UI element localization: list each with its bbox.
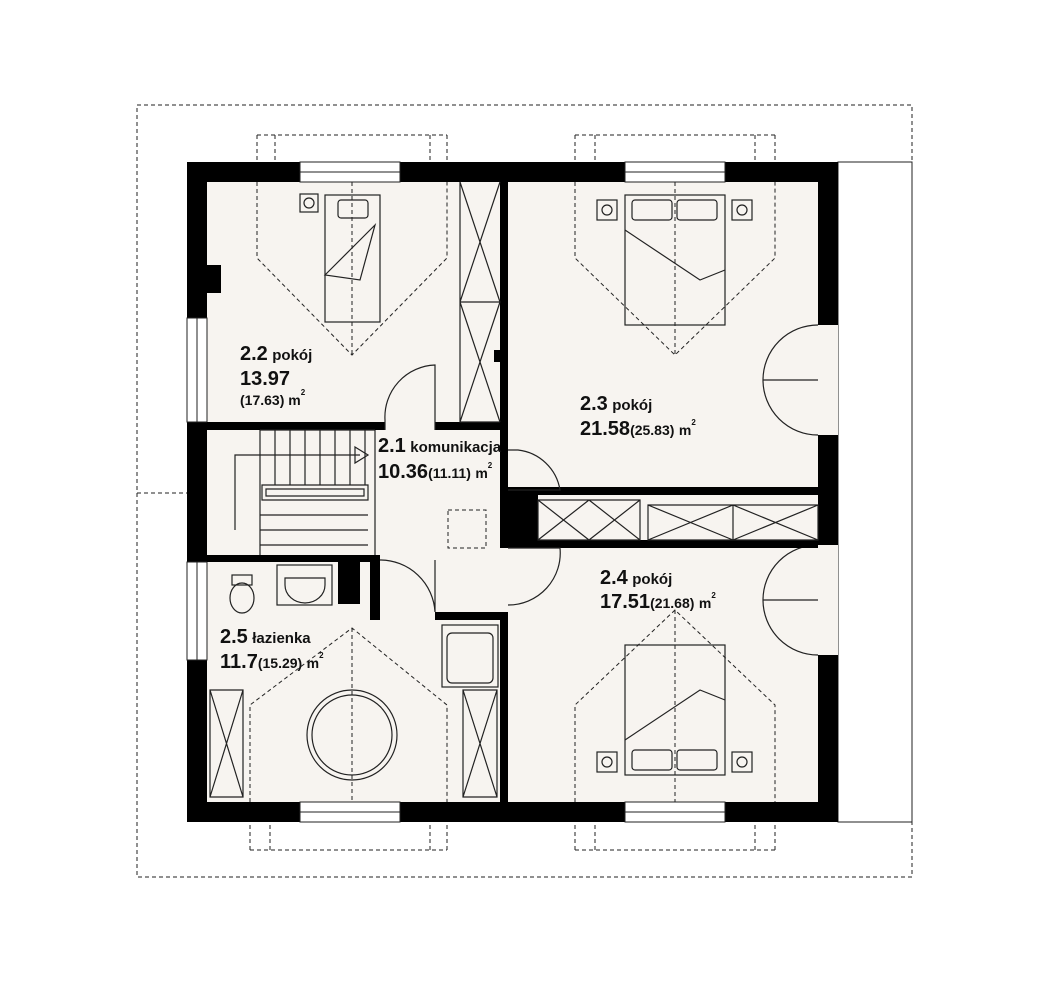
svg-text:(17.63) m2: (17.63) m2: [240, 388, 306, 408]
room-label-2-5: 2.5 łazienka 11.7(15.29) m2: [220, 626, 324, 673]
balcony: [837, 161, 913, 823]
balcony-door-opening-1: [818, 325, 838, 435]
bed-room-2-4: [596, 644, 753, 776]
bathroom-fixtures: [229, 564, 499, 781]
room-label-2-2: 2.2 pokój 13.97 (17.63) m2: [240, 343, 312, 408]
attic-hatch: [447, 509, 487, 549]
wardrobes: [209, 181, 819, 798]
svg-text:2.5 łazienka: 2.5 łazienka: [220, 626, 311, 648]
svg-text:2.3 pokój: 2.3 pokój: [580, 393, 652, 415]
dormer-lines: [249, 134, 776, 851]
svg-text:10.36(11.11) m2: 10.36(11.11) m2: [378, 461, 493, 483]
room-label-2-4: 2.4 pokój 17.51(21.68) m2: [600, 567, 716, 613]
interior-walls: [207, 182, 818, 802]
bed-room-2-3: [596, 194, 753, 326]
balcony-door-opening-2: [818, 545, 838, 655]
bed-room-2-2: [299, 193, 381, 323]
door-room-2-4[interactable]: [507, 547, 561, 606]
room-label-2-3: 2.3 pokój 21.58(25.83) m2: [580, 393, 696, 440]
svg-text:13.97: 13.97: [240, 368, 290, 390]
svg-text:2.1 komunikacja: 2.1 komunikacja: [378, 435, 502, 457]
roof-outline: [136, 104, 913, 878]
door-bathroom[interactable]: [379, 559, 436, 613]
staircase: [234, 429, 376, 555]
svg-text:2.4 pokój: 2.4 pokój: [600, 567, 672, 589]
door-room-2-2[interactable]: [384, 364, 436, 430]
svg-text:21.58(25.83) m2: 21.58(25.83) m2: [580, 418, 696, 440]
svg-text:11.7(15.29) m2: 11.7(15.29) m2: [220, 651, 324, 673]
svg-text:17.51(21.68) m2: 17.51(21.68) m2: [600, 591, 716, 613]
door-room-2-3[interactable]: [508, 449, 561, 491]
room-label-2-1: 2.1 komunikacja 10.36(11.11) m2: [378, 435, 502, 483]
windows: [186, 161, 726, 823]
balcony-door-1[interactable]: [762, 324, 819, 436]
svg-text:2.2 pokój: 2.2 pokój: [240, 343, 312, 365]
